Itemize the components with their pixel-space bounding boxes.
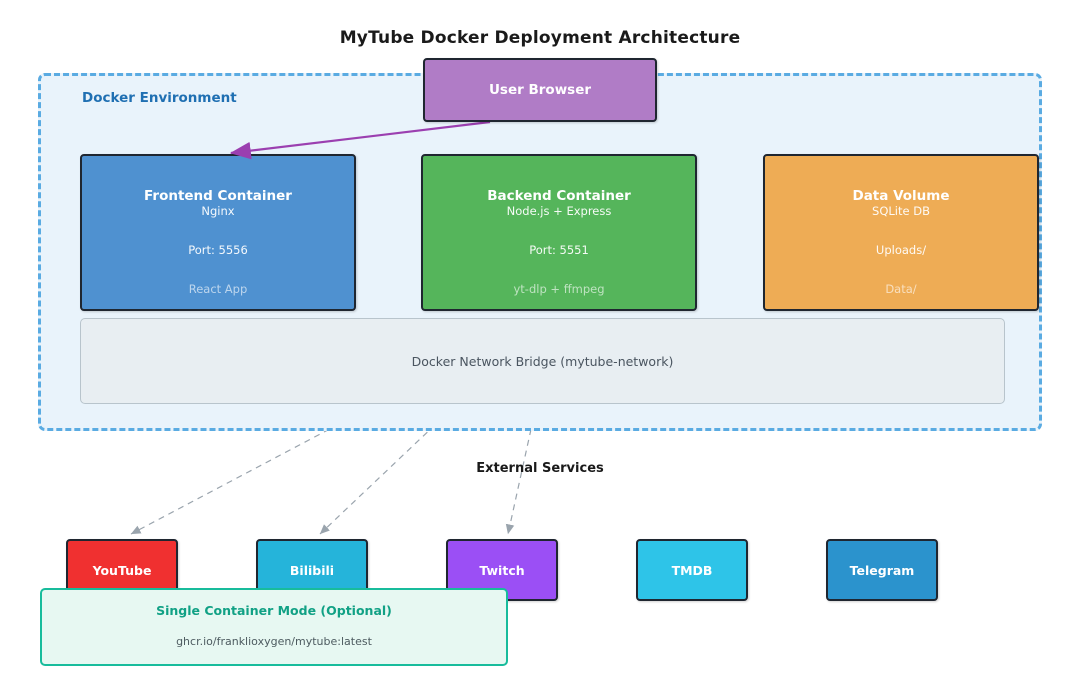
node-backend-tech: Node.js + Express (506, 204, 612, 218)
node-frontend-detail: React App (188, 282, 248, 296)
node-service-tmdb-label: TMDB (671, 562, 713, 578)
node-data-volume-tech: SQLite DB (872, 204, 930, 218)
node-frontend-container[interactable]: Frontend Container Nginx Port: 5556 Reac… (80, 154, 356, 311)
node-backend-container[interactable]: Backend Container Node.js + Express Port… (421, 154, 697, 311)
docker-network-bridge-label: Docker Network Bridge (mytube-network) (411, 353, 674, 369)
node-data-volume-port: Uploads/ (875, 243, 927, 257)
cluster-single-container-mode-image: ghcr.io/franklioxygen/mytube:latest (176, 635, 372, 648)
node-frontend-title: Frontend Container (144, 188, 292, 204)
node-backend-port: Port: 5551 (529, 243, 589, 257)
node-user-browser[interactable]: User Browser (423, 58, 657, 122)
node-service-telegram[interactable]: Telegram (826, 539, 938, 601)
node-frontend-tech: Nginx (201, 204, 235, 218)
node-backend-detail: yt-dlp + ffmpeg (513, 282, 605, 296)
node-data-volume[interactable]: Data Volume SQLite DB Uploads/ Data/ (763, 154, 1039, 311)
node-data-volume-detail: Data/ (885, 282, 917, 296)
node-service-twitch-label: Twitch (479, 562, 525, 578)
external-services-heading: External Services (476, 461, 604, 476)
node-service-bilibili-label: Bilibili (289, 562, 335, 578)
page-title: MyTube Docker Deployment Architecture (339, 28, 741, 48)
edge-backend-to-bilibili (319, 310, 556, 535)
docker-network-bridge: Docker Network Bridge (mytube-network) (80, 318, 1005, 404)
node-service-youtube-label: YouTube (92, 562, 152, 578)
node-data-volume-title: Data Volume (852, 188, 950, 204)
node-backend-title: Backend Container (487, 188, 631, 204)
cluster-single-container-mode (40, 588, 508, 666)
node-user-browser-title: User Browser (488, 82, 592, 98)
node-frontend-port: Port: 5556 (188, 243, 248, 257)
cluster-single-container-mode-label: Single Container Mode (Optional) (156, 603, 392, 618)
cluster-docker-environment-label: Docker Environment (82, 90, 237, 106)
node-service-telegram-label: Telegram (849, 562, 915, 578)
node-service-tmdb[interactable]: TMDB (636, 539, 748, 601)
